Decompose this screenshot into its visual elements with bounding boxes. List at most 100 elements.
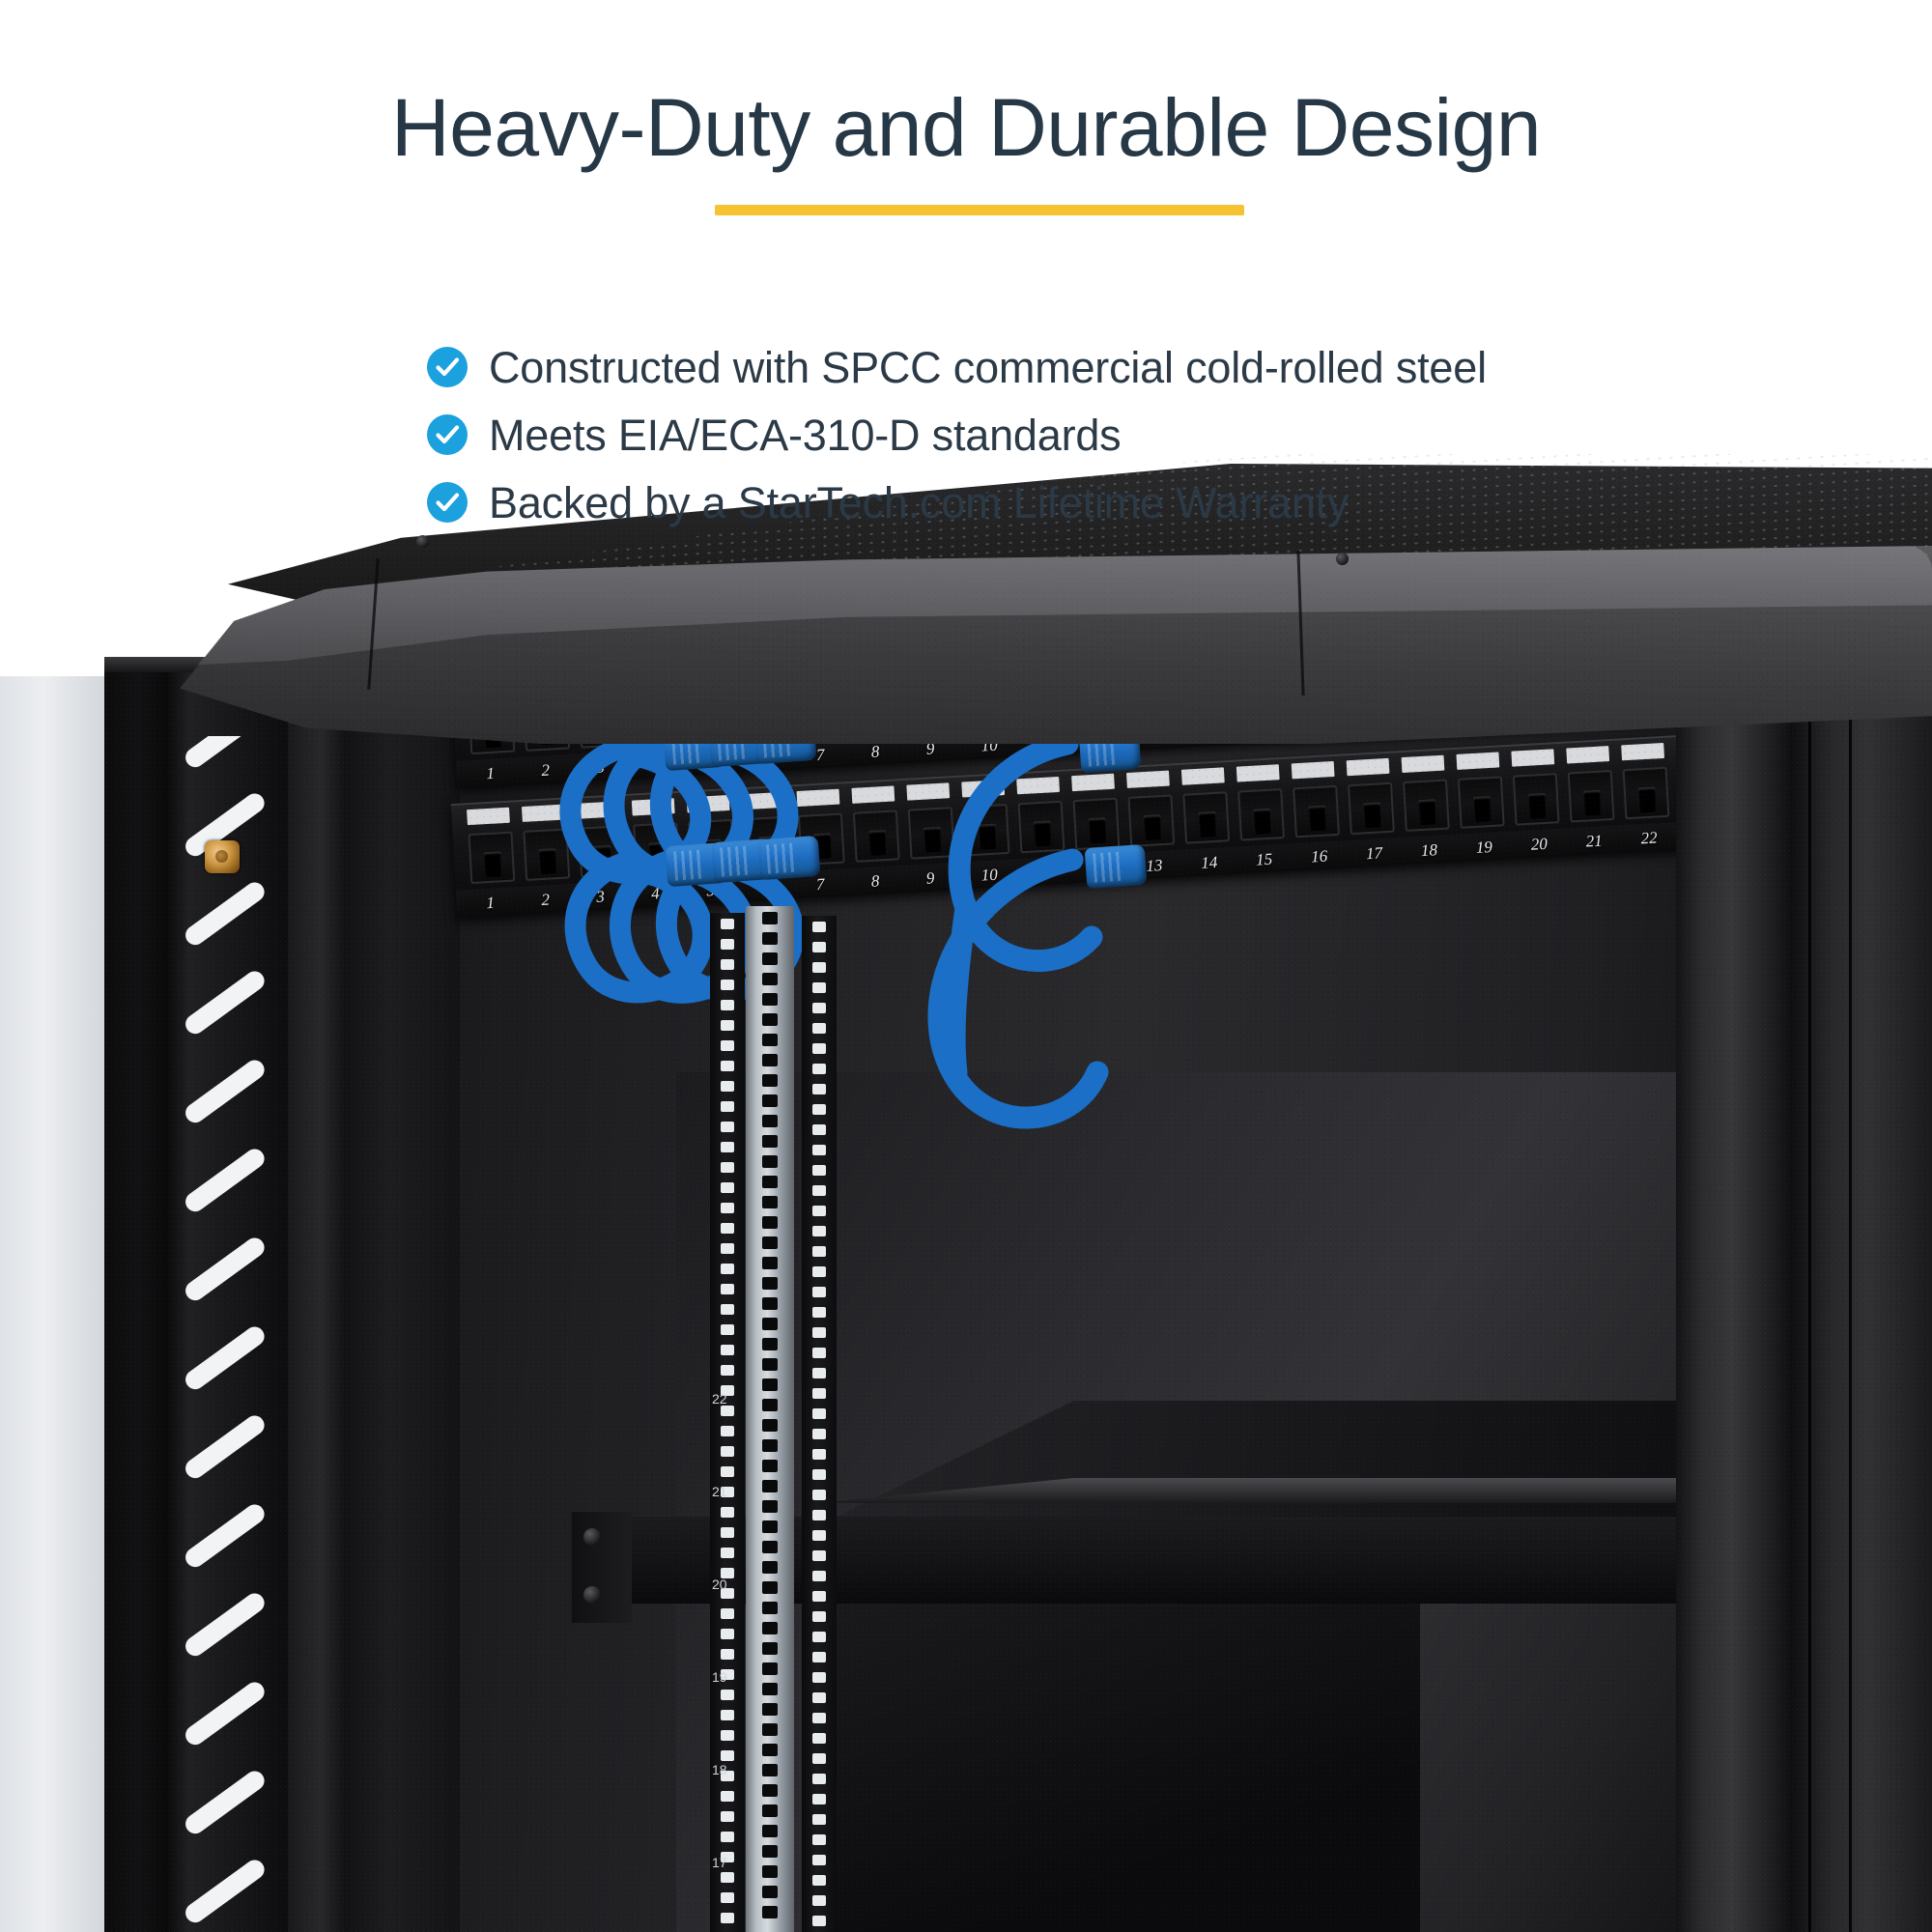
rj45-port[interactable] — [907, 807, 955, 860]
rail-hole — [762, 1338, 778, 1350]
rail-hole — [812, 1327, 826, 1338]
patch-panel-label — [521, 804, 565, 822]
rail-hole — [762, 1013, 778, 1026]
rj45-port[interactable] — [1348, 781, 1395, 836]
port-number-label: 17 — [1365, 843, 1383, 864]
rack-inner-post-left-secondary — [344, 668, 460, 1932]
port-number-label: 6 — [760, 877, 771, 897]
rail-hole — [762, 973, 778, 985]
rj45-port[interactable] — [962, 803, 1010, 857]
rail-hole — [762, 912, 778, 924]
rail-hole — [721, 1081, 734, 1092]
patch-panel-label — [1511, 749, 1555, 767]
rail-hole — [762, 1399, 778, 1411]
patch-panel-label — [1401, 754, 1445, 774]
port-number-label: 22 — [1640, 828, 1659, 848]
rail-hole — [721, 1750, 734, 1761]
rail-hole — [721, 1669, 734, 1680]
rail-hole — [762, 1541, 778, 1553]
rail-mounting-holes — [746, 906, 794, 1932]
rail-hole — [812, 1124, 826, 1135]
rj45-port[interactable] — [1182, 791, 1231, 844]
port-number-label: 14 — [1200, 852, 1218, 872]
door-vent-slot — [184, 878, 269, 950]
patch-panel-label — [1456, 752, 1500, 770]
port-number-label: 20 — [1530, 834, 1548, 854]
rail-hole — [812, 1550, 826, 1561]
rack-lower-cavity — [802, 1604, 1420, 1932]
rail-hole — [762, 1460, 778, 1472]
rail-u-marker: 22 — [712, 1391, 727, 1406]
rail-hole — [812, 1469, 826, 1480]
rail-hole — [762, 1176, 778, 1188]
patch-panel-label — [467, 807, 510, 826]
rail-hole — [721, 1872, 734, 1883]
patch-panel-label — [1071, 773, 1115, 792]
rj45-port[interactable] — [1017, 800, 1065, 854]
door-vent-slot — [184, 1767, 269, 1838]
plug-boot-ribs — [673, 849, 705, 881]
list-item-label: Meets EIA/ECA-310-D standards — [489, 410, 1122, 460]
rail-hole — [812, 962, 826, 973]
rail-hole — [721, 1000, 734, 1010]
rail-hole — [721, 1466, 734, 1477]
patch-panel-label — [1566, 746, 1610, 764]
rj45-port[interactable] — [468, 831, 516, 885]
rail-hole — [762, 952, 778, 965]
rail-hole — [762, 1135, 778, 1148]
door-vent-slot — [184, 1322, 269, 1394]
door-vent-slot — [184, 1500, 269, 1572]
rail-hole — [721, 1568, 734, 1578]
rail-hole — [762, 1318, 778, 1330]
rail-hole — [721, 1203, 734, 1213]
rj45-port[interactable] — [1402, 779, 1450, 832]
port-number-label: 13 — [1145, 856, 1163, 876]
shelf-bolt — [583, 1528, 601, 1546]
rail-hole — [762, 1196, 778, 1208]
port-number-label: 8 — [870, 871, 880, 891]
rj45-port[interactable] — [1512, 773, 1560, 826]
rack-left-door-outer — [0, 676, 108, 1932]
rj45-port[interactable] — [1293, 784, 1340, 838]
rail-hole — [762, 1480, 778, 1492]
rail-hole — [721, 1122, 734, 1132]
rj45-port[interactable] — [1457, 776, 1505, 829]
port-number-label: 7 — [815, 874, 825, 895]
rail-hole — [721, 919, 734, 929]
rj45-port[interactable] — [1622, 766, 1670, 820]
rj45-port[interactable] — [1127, 794, 1176, 847]
top-screw — [1336, 553, 1349, 565]
rail-hole — [721, 1142, 734, 1152]
port-number-label: 2 — [540, 760, 551, 781]
rail-u-marker: 19 — [712, 1669, 727, 1685]
rail-hole — [721, 1446, 734, 1457]
rail-hole — [762, 1744, 778, 1756]
port-number-label: 9 — [925, 868, 935, 888]
rail-hole — [762, 1054, 778, 1066]
rj45-port[interactable] — [1237, 788, 1286, 841]
rj45-port[interactable] — [523, 828, 571, 881]
rail-hole — [812, 1388, 826, 1399]
rail-hole — [762, 1500, 778, 1513]
rail-hole — [812, 1145, 826, 1155]
rail-hole — [812, 1571, 826, 1581]
rack-rail-black — [802, 916, 837, 1932]
rj45-port[interactable] — [852, 810, 900, 863]
rack-right-frame — [1676, 665, 1792, 1932]
rj45-port[interactable] — [1072, 797, 1121, 851]
rail-hole — [762, 1602, 778, 1614]
rail-hole — [721, 1406, 734, 1416]
title-underline-rule — [715, 205, 1244, 215]
rail-hole — [762, 1622, 778, 1634]
rail-hole — [812, 1307, 826, 1318]
door-vent-slot — [184, 1589, 269, 1661]
port-number-label: 4 — [650, 754, 661, 774]
rj45-port[interactable] — [578, 825, 626, 878]
door-lock-icon[interactable] — [205, 840, 240, 873]
rj45-port[interactable] — [1567, 769, 1615, 823]
rail-hole — [721, 1629, 734, 1639]
port-number-label: 1 — [485, 893, 496, 913]
rail-hole — [812, 1287, 826, 1297]
rj45-plug-boot — [1084, 843, 1148, 890]
rail-hole — [812, 1774, 826, 1784]
